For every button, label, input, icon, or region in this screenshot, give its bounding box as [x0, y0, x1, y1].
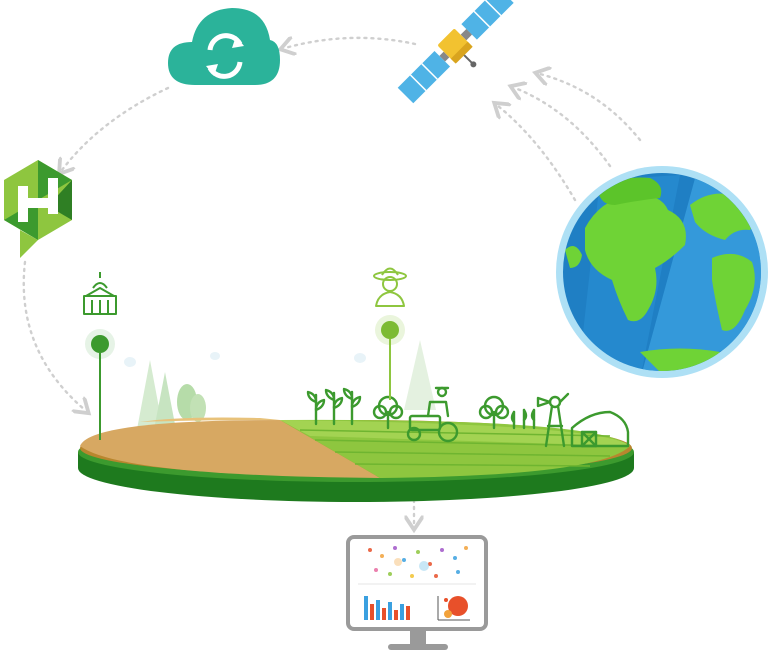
arrow-logo-to-field	[22, 260, 85, 410]
bar-chart	[364, 596, 410, 620]
field-objects	[306, 386, 630, 448]
earth-globe-icon	[556, 166, 768, 378]
satellite-icon	[397, 0, 514, 104]
arrow-earth-to-satellite-2	[515, 88, 612, 168]
wheat-crops-icon	[510, 408, 536, 430]
corn-crops-icon	[306, 387, 362, 426]
tree-icon	[372, 395, 404, 430]
government-building-icon	[83, 272, 117, 440]
arrow-cloud-to-logo	[62, 86, 170, 170]
arrow-earth-to-satellite-3	[498, 106, 577, 202]
bubble-chart	[437, 596, 470, 621]
hexagon-logo-icon	[4, 160, 72, 258]
arrow-satellite-to-cloud	[285, 38, 417, 48]
barn-icon	[570, 410, 630, 448]
flow-arrows	[22, 38, 642, 525]
scatter-cluster	[368, 546, 468, 578]
farm-field-icon	[78, 417, 634, 502]
tree-icon-2	[478, 395, 510, 430]
cloud-sync-icon	[168, 8, 280, 85]
analytics-monitor-icon	[346, 535, 488, 650]
windmill-icon	[536, 392, 570, 448]
arrow-earth-to-satellite-1	[540, 74, 642, 142]
tractor-icon	[406, 386, 459, 443]
farmer-icon	[373, 267, 407, 400]
